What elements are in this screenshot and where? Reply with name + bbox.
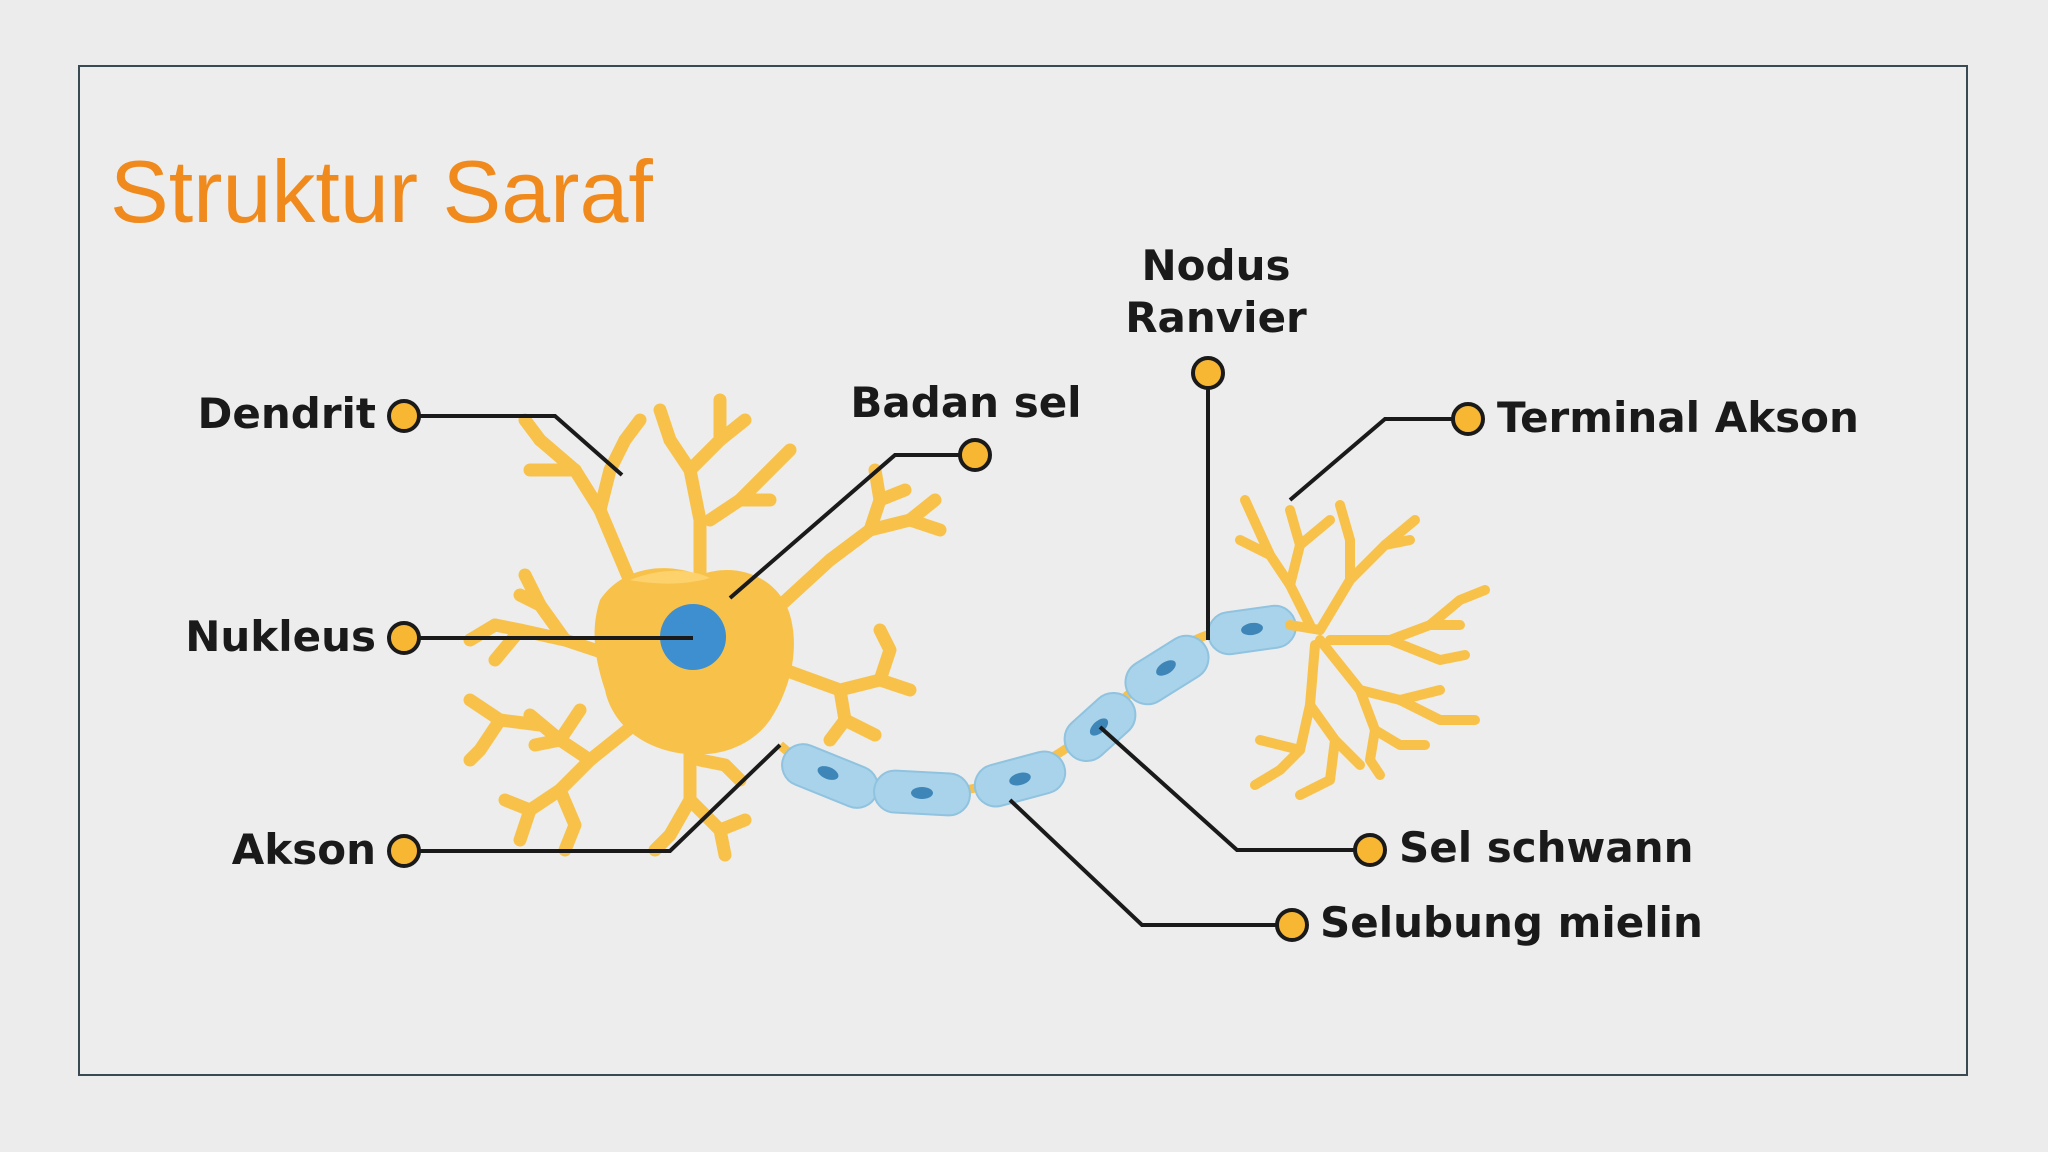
- cell-body-highlight: [630, 570, 710, 584]
- leader-akson: [404, 743, 782, 853]
- marker-sel-schwann: [1353, 833, 1387, 867]
- label-badan-sel: Badan sel: [850, 378, 1081, 427]
- marker-terminal-akson: [1451, 402, 1485, 436]
- marker-nodus-ranvier: [1191, 356, 1225, 390]
- myelin-sheath: [781, 604, 1297, 817]
- leader-lines: [404, 373, 1468, 927]
- label-nodus-ranvier-line2: Ranvier: [1125, 293, 1307, 342]
- label-akson: Akson: [232, 825, 376, 874]
- label-sel-schwann: Sel schwann: [1399, 823, 1694, 872]
- slide-title: Struktur Saraf: [110, 142, 653, 241]
- marker-nukleus: [387, 621, 421, 655]
- marker-badan-sel: [958, 438, 992, 472]
- slide-frame: [78, 65, 1968, 1076]
- label-terminal-akson: Terminal Akson: [1497, 393, 1859, 442]
- schwann-nuclei: [817, 622, 1263, 799]
- marker-akson: [387, 834, 421, 868]
- marker-dots: [387, 356, 1485, 942]
- label-nodus-ranvier-line1: Nodus: [1142, 241, 1291, 290]
- label-dendrit: Dendrit: [198, 389, 377, 438]
- label-nukleus: Nukleus: [185, 612, 376, 661]
- leader-badan-sel: [728, 453, 975, 600]
- leader-selubung-mielin: [1008, 798, 1292, 927]
- leader-sel-schwann: [1098, 725, 1370, 852]
- leader-dendrit: [404, 414, 624, 477]
- axon-terminal: [1235, 495, 1490, 800]
- marker-dendrit: [387, 399, 421, 433]
- leader-terminal-akson: [1288, 417, 1468, 502]
- label-selubung-mielin: Selubung mielin: [1320, 898, 1703, 947]
- dendrites: [463, 393, 947, 862]
- marker-selubung-mielin: [1275, 908, 1309, 942]
